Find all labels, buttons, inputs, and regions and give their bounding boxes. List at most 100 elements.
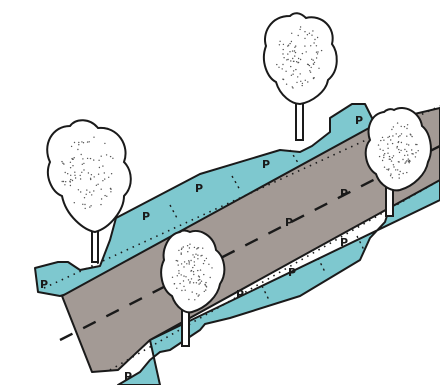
stipple-dot bbox=[402, 172, 404, 175]
stipple-dot bbox=[181, 289, 183, 292]
stipple-dot bbox=[70, 174, 72, 176]
stall-dividers bbox=[169, 149, 365, 303]
stipple-dot bbox=[405, 161, 407, 163]
stipple-dot bbox=[316, 53, 319, 55]
parking-marker: P bbox=[285, 216, 293, 229]
upper-curb-dotted-line bbox=[43, 105, 440, 289]
stipple-dot bbox=[414, 156, 417, 158]
stipple-dot bbox=[305, 51, 307, 53]
stipple-dot bbox=[308, 32, 311, 34]
stipple-dot bbox=[192, 254, 194, 256]
stipple-dot bbox=[299, 73, 301, 75]
stipple-dot bbox=[197, 258, 199, 260]
stipple-dot bbox=[188, 261, 190, 263]
stipple-dot bbox=[197, 279, 200, 281]
stipple-dot bbox=[67, 173, 69, 175]
stipple-dot bbox=[82, 142, 85, 144]
stipple-dot bbox=[86, 141, 89, 143]
stipple-dot bbox=[200, 280, 203, 282]
stipple-dot bbox=[315, 45, 318, 47]
stipple-dot bbox=[109, 187, 112, 190]
stipple-dot bbox=[189, 243, 191, 245]
stipple-dot bbox=[282, 43, 285, 46]
stipple-dot bbox=[112, 157, 114, 159]
stipple-dot bbox=[171, 276, 174, 278]
stipple-dot bbox=[395, 133, 397, 135]
stipple-dot bbox=[173, 283, 175, 285]
stipple-dot bbox=[317, 51, 319, 53]
stipple-dot bbox=[176, 287, 178, 289]
stipple-dot bbox=[389, 175, 392, 177]
stipple-dot bbox=[389, 158, 391, 160]
stipple-dot bbox=[90, 174, 93, 176]
stipple-dot bbox=[61, 160, 63, 163]
stipple-dot bbox=[100, 203, 102, 206]
stipple-dot bbox=[198, 294, 200, 296]
stipple-dot bbox=[110, 173, 113, 175]
stipple-dot bbox=[296, 81, 298, 84]
stipple-dot bbox=[73, 157, 75, 159]
stipple-dot bbox=[95, 184, 98, 186]
stipple-dot bbox=[93, 159, 95, 161]
stipple-dot bbox=[93, 176, 95, 178]
stipple-dot bbox=[204, 284, 207, 286]
stipple-dot bbox=[304, 31, 306, 33]
stipple-dot bbox=[84, 207, 86, 210]
stipple-dot bbox=[290, 65, 292, 68]
stipple-dot bbox=[77, 189, 80, 191]
stipple-dot bbox=[108, 176, 110, 178]
stipple-dot bbox=[102, 180, 104, 182]
stipple-dot bbox=[285, 70, 287, 73]
stipple-dot bbox=[381, 159, 384, 162]
stipple-dot bbox=[404, 154, 406, 157]
stipple-dot bbox=[198, 276, 201, 278]
tree-bottom bbox=[160, 229, 226, 347]
stipple-dot bbox=[86, 189, 88, 191]
stipple-dot bbox=[416, 143, 418, 146]
stipple-dot bbox=[409, 133, 411, 135]
stipple-dot bbox=[197, 269, 199, 272]
stipple-dot bbox=[85, 193, 87, 195]
stipple-dot bbox=[386, 168, 388, 171]
stipple-dot bbox=[287, 45, 289, 47]
stipple-dot bbox=[72, 165, 74, 167]
stipple-dot bbox=[295, 68, 297, 71]
stipple-dot bbox=[301, 84, 303, 87]
stipple-dot bbox=[282, 63, 284, 66]
stipple-dot bbox=[311, 58, 313, 60]
stipple-dot bbox=[306, 34, 309, 36]
stipple-dot bbox=[62, 162, 64, 164]
stipple-dot bbox=[78, 141, 80, 144]
stipple-dot bbox=[203, 290, 205, 293]
stipple-dot bbox=[197, 254, 199, 256]
stipple-dot bbox=[77, 148, 79, 151]
stipple-dot bbox=[197, 275, 200, 277]
stipple-dot bbox=[69, 161, 72, 163]
stipple-dot bbox=[73, 141, 76, 144]
stipple-dot bbox=[64, 184, 66, 186]
stipple-dot bbox=[205, 281, 207, 284]
stipple-dot bbox=[190, 259, 192, 262]
stipple-dot bbox=[202, 262, 205, 265]
stipple-dot bbox=[400, 133, 403, 135]
stipple-dot bbox=[378, 155, 381, 158]
stipple-dot bbox=[193, 261, 195, 263]
stipple-dot bbox=[74, 177, 77, 179]
stipple-dot bbox=[180, 274, 182, 276]
stipple-dot bbox=[391, 142, 394, 145]
stipple-dot bbox=[104, 194, 106, 197]
stipple-dot bbox=[187, 279, 190, 281]
stipple-dot bbox=[98, 159, 100, 161]
stipple-dot bbox=[383, 156, 385, 159]
stipple-dot bbox=[379, 148, 381, 150]
stipple-dot bbox=[282, 53, 284, 55]
stipple-dot bbox=[182, 280, 185, 282]
stipple-dot bbox=[205, 257, 208, 260]
parking-marker: P bbox=[124, 370, 132, 383]
stipple-dot bbox=[408, 144, 410, 146]
stipple-dot bbox=[195, 282, 198, 284]
stipple-dot bbox=[197, 295, 199, 297]
stipple-dot bbox=[97, 173, 100, 175]
stipple-dot bbox=[73, 202, 76, 204]
stipple-dot bbox=[176, 275, 178, 277]
